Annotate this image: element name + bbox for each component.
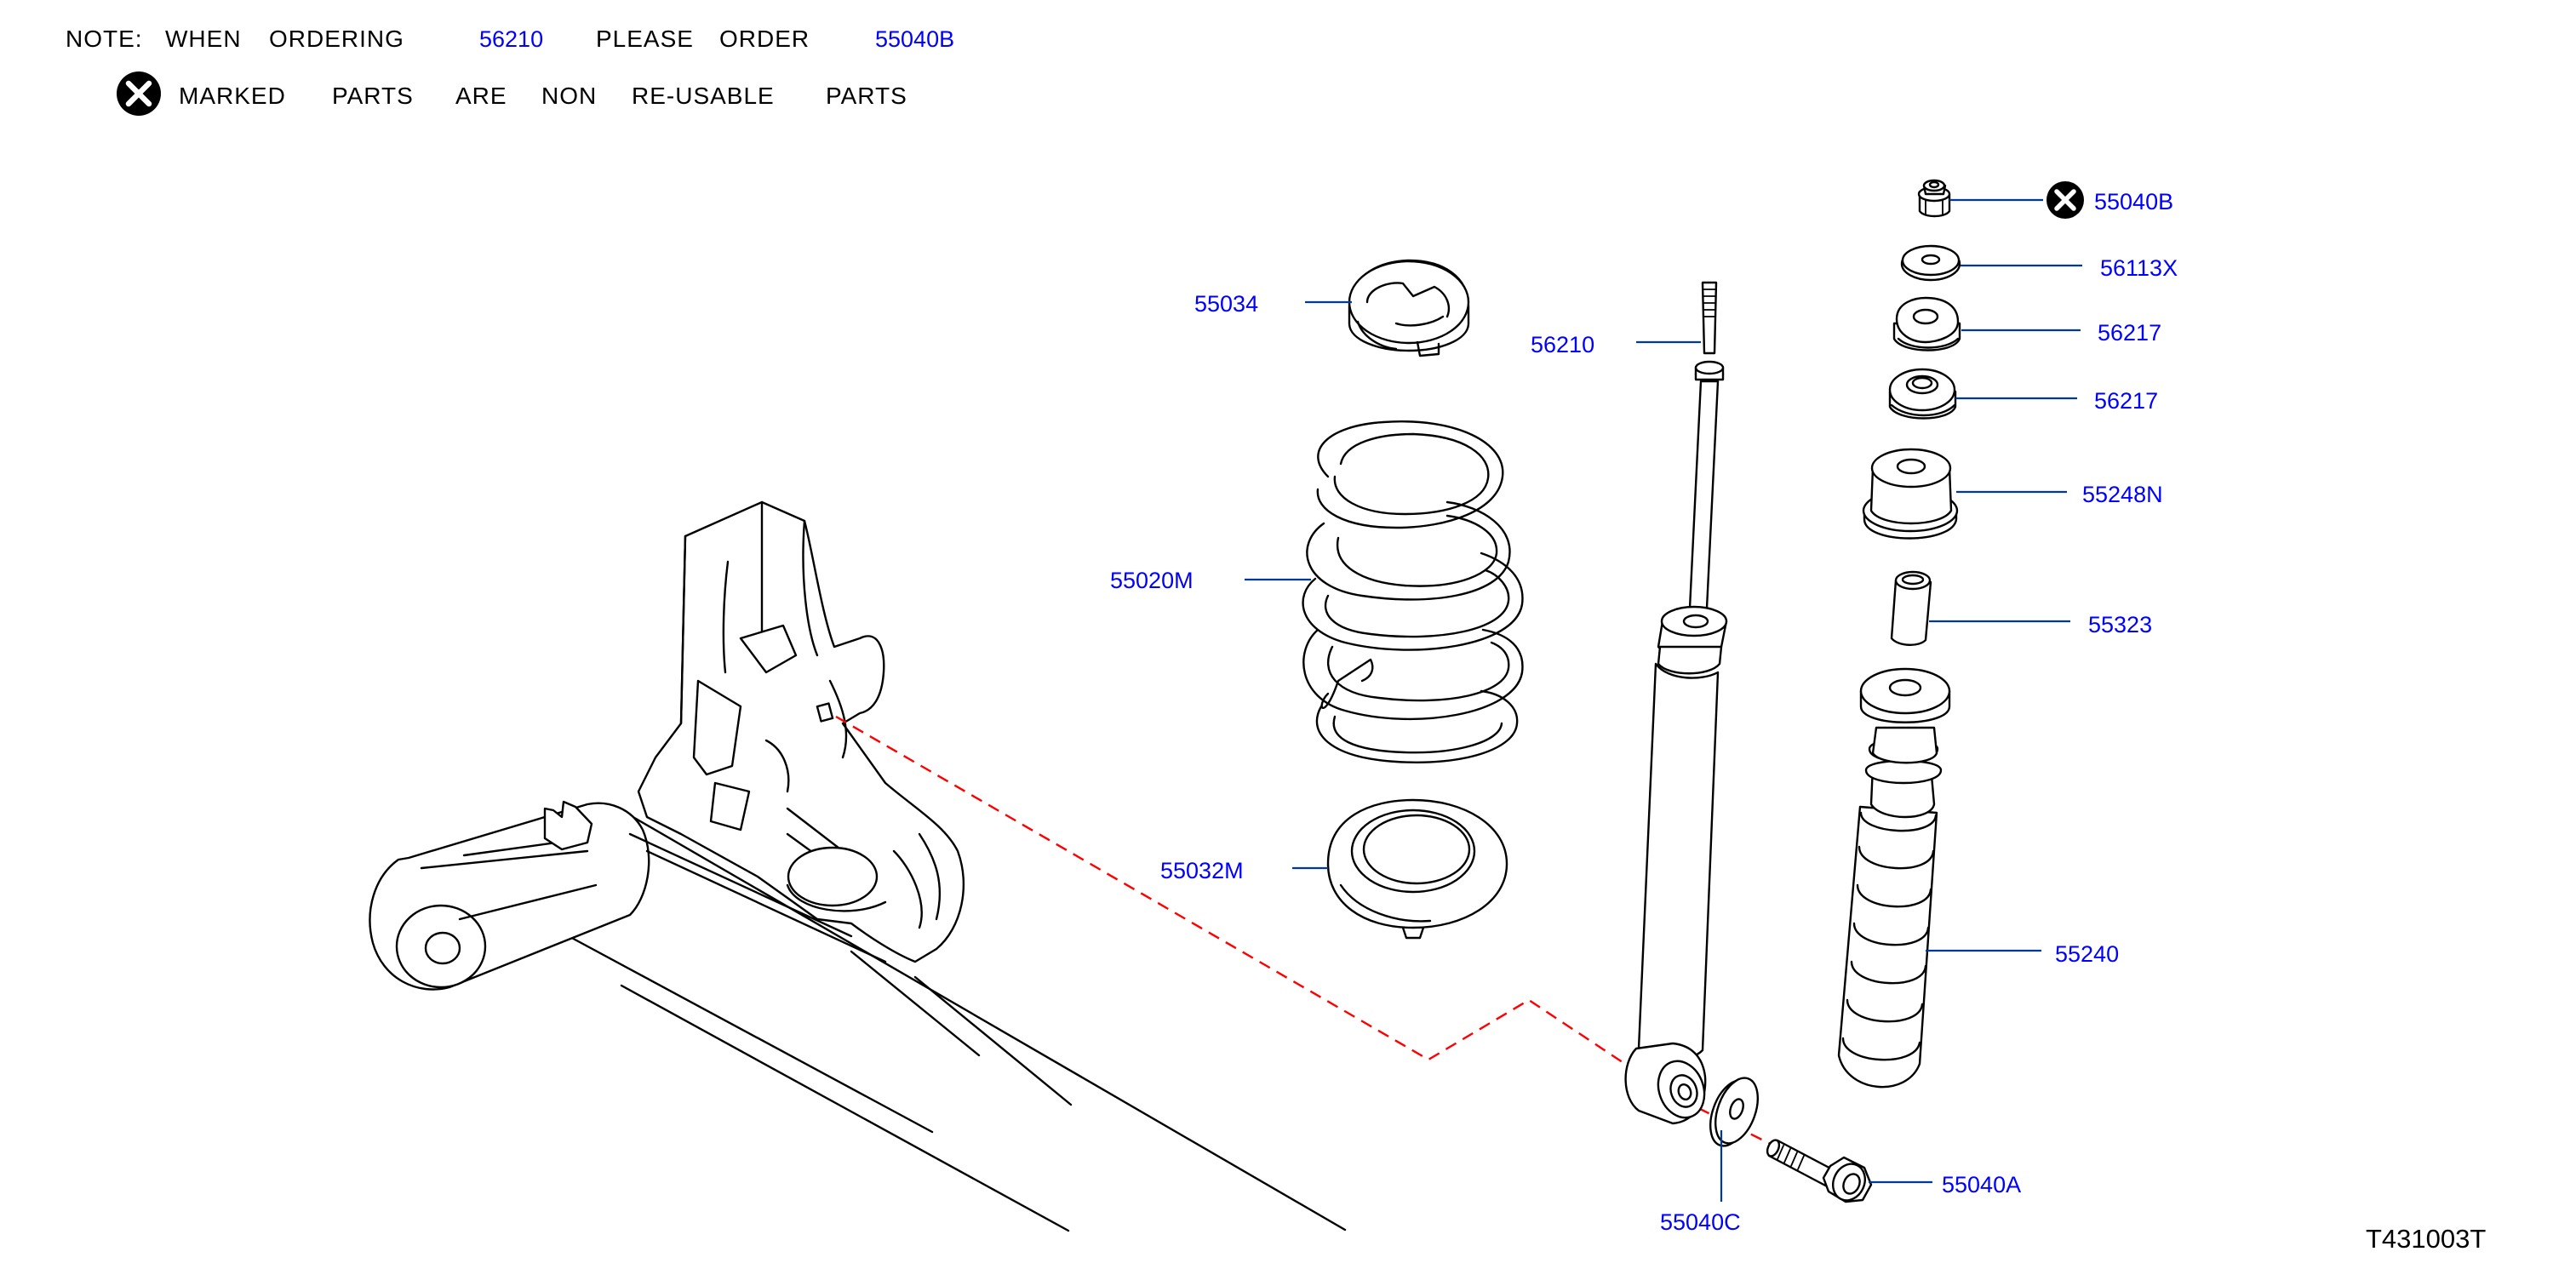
bolt-washer — [1709, 1077, 1759, 1147]
mount-bushing-lower — [1888, 368, 1957, 420]
coil-spring — [1302, 420, 1524, 763]
self-locking-nut — [1917, 179, 1951, 218]
legend-word-marked: MARKED — [179, 83, 286, 109]
note-order-part-link[interactable]: 55040B — [875, 26, 954, 52]
rear-axle-beam — [369, 500, 1347, 1232]
callout-56217-lower[interactable]: 56217 — [2094, 388, 2158, 414]
callout-55040C[interactable]: 55040C — [1660, 1209, 1741, 1235]
callout-55034[interactable]: 55034 — [1194, 291, 1258, 317]
legend-word-non: NON — [541, 83, 597, 109]
callout-55248N[interactable]: 55248N — [2082, 482, 2163, 507]
ordering-note: NOTE: WHEN ORDERING 56210 PLEASE ORDER 5… — [66, 26, 954, 52]
circled-x-icon — [117, 71, 161, 116]
circled-x-icon — [2046, 181, 2084, 219]
assembly-path-dashed — [835, 715, 1674, 1097]
callout-55020M[interactable]: 55020M — [1110, 568, 1194, 593]
legend-word-are: ARE — [455, 83, 507, 109]
mounting-bolt — [1766, 1139, 1873, 1203]
mount-bushing-upper — [1892, 296, 1961, 351]
leader-lines — [1245, 198, 2082, 1202]
non-reusable-legend: MARKED PARTS ARE NON RE-USABLE PARTS — [117, 71, 907, 116]
washer — [1900, 244, 1961, 282]
callout-55032M[interactable]: 55032M — [1160, 858, 1244, 883]
callout-55323[interactable]: 55323 — [2088, 612, 2152, 637]
note-word-please: PLEASE — [596, 26, 694, 52]
note-word-ordering: ORDERING — [269, 26, 404, 52]
note-ordering-part-link[interactable]: 56210 — [479, 26, 543, 52]
note-label: NOTE: — [66, 26, 143, 52]
note-word-order: ORDER — [719, 26, 810, 52]
bound-bumper-cap — [1862, 448, 1959, 540]
callout-56210[interactable]: 56210 — [1531, 332, 1594, 357]
callout-56217-upper[interactable]: 56217 — [2098, 320, 2161, 346]
bump-stop-boot — [1837, 667, 1951, 1089]
diagram-code: T431003T — [2366, 1224, 2486, 1254]
legend-word-parts: PARTS — [332, 83, 414, 109]
callout-55240[interactable]: 55240 — [2055, 941, 2119, 967]
shock-absorber — [1624, 281, 1728, 1125]
legend-word-parts-end: PARTS — [826, 83, 907, 109]
callout-55040A[interactable]: 55040A — [1942, 1172, 2021, 1197]
callout-56113X[interactable]: 56113X — [2100, 255, 2178, 281]
upper-spring-insulator — [1348, 259, 1470, 357]
legend-word-reusable: RE-USABLE — [632, 83, 775, 109]
spacer-sleeve — [1890, 570, 1932, 646]
part-callouts: 55034 55020M 55032M 56210 55040B 56113X … — [1110, 189, 2178, 1235]
callout-55040B[interactable]: 55040B — [2094, 189, 2173, 214]
lower-spring-seat — [1326, 798, 1508, 940]
note-word-when: WHEN — [165, 26, 242, 52]
